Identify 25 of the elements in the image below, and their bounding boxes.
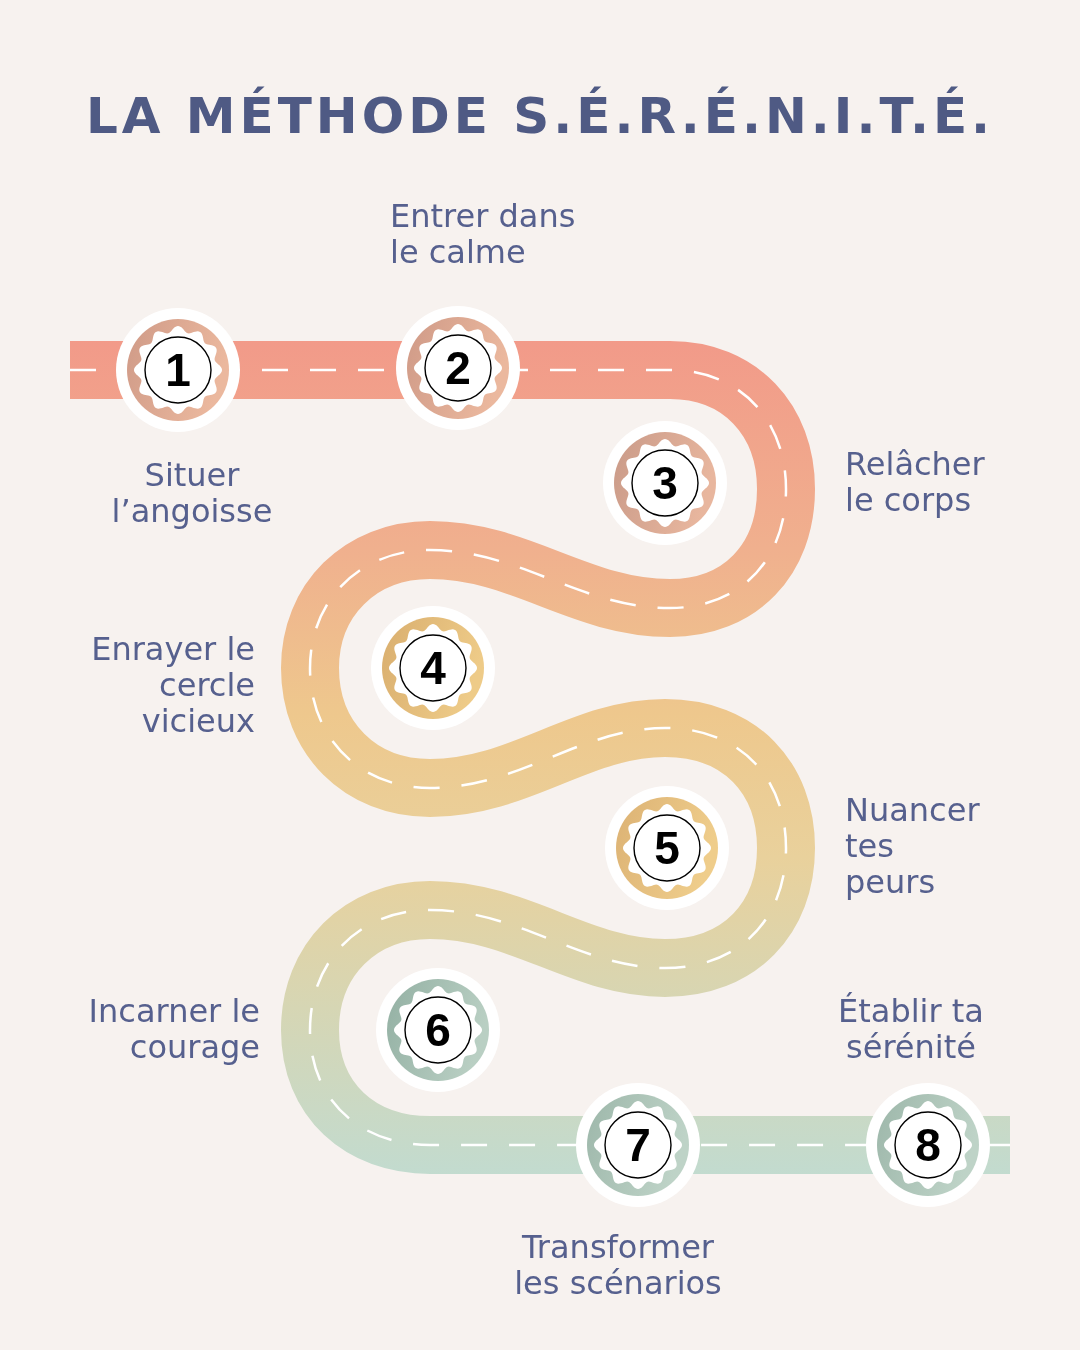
step-label: Établir ta sérénité (837, 993, 985, 1065)
step-label: Transformer les scénarios (513, 1229, 723, 1301)
step-badge (601, 419, 729, 547)
step-badge (369, 604, 497, 732)
step-badge (574, 1081, 702, 1209)
step-number: 1 (165, 347, 191, 393)
step-badge (864, 1081, 992, 1209)
step-label: Enrayer le cercle vicieux (90, 631, 255, 739)
step-number: 5 (654, 825, 680, 871)
step-number: 8 (915, 1122, 941, 1168)
step-badge (603, 784, 731, 912)
step-number: 7 (625, 1122, 651, 1168)
step-badge (374, 966, 502, 1094)
title: LA MÉTHODE S.É.R.É.N.I.T.É. (84, 86, 996, 146)
step-number: 6 (425, 1007, 451, 1053)
step-number: 4 (420, 645, 446, 691)
step-label: Incarner le courage (87, 993, 260, 1065)
step-label: Entrer dans le calme (390, 198, 577, 270)
step-label: Situer l’angoisse (110, 457, 274, 529)
step-label: Relâcher le corps (845, 446, 986, 518)
step-label: Nuancer tes peurs (845, 792, 980, 900)
step-number: 2 (445, 345, 471, 391)
step-number: 3 (652, 460, 678, 506)
step-badge (114, 306, 242, 434)
step-badge (394, 304, 522, 432)
